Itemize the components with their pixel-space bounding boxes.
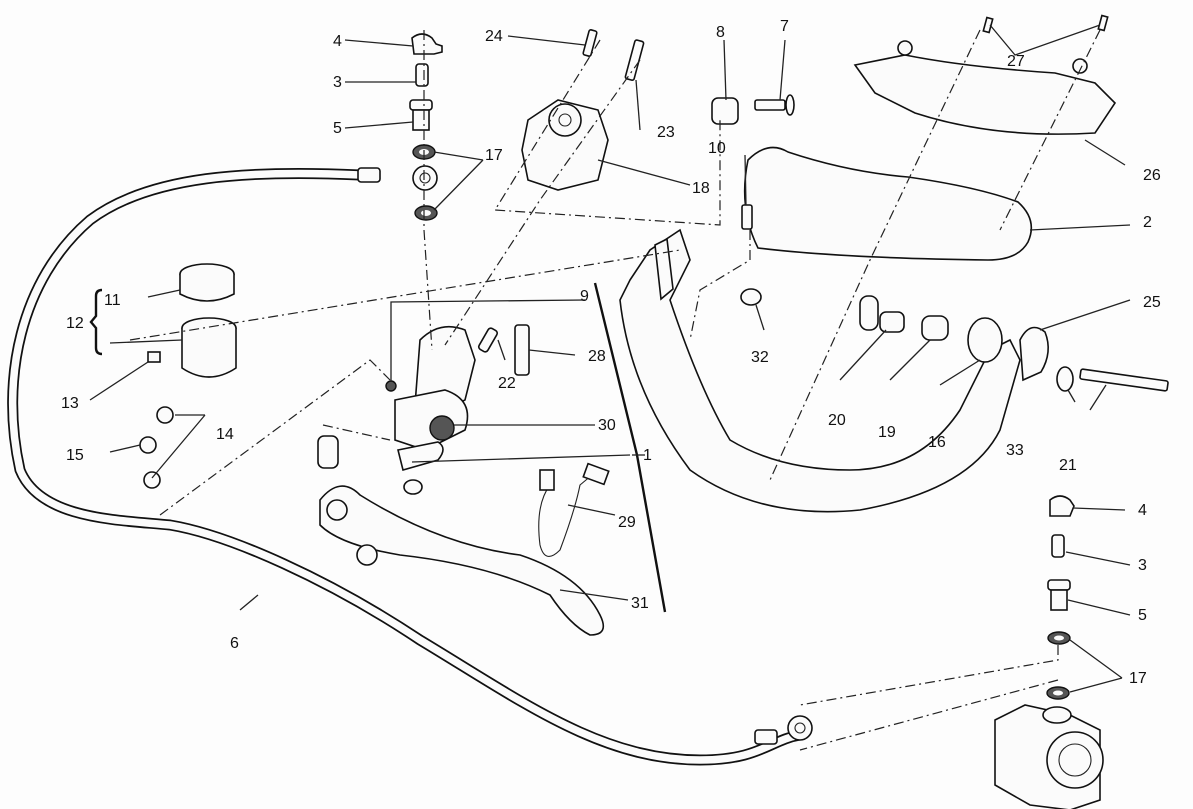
mount-bolt-set: [711, 94, 795, 125]
callout-12: 12: [66, 315, 84, 332]
banjo-stack-bottom: [1046, 495, 1075, 700]
callout-18: 18: [692, 180, 710, 197]
clutch-hose: [7, 165, 813, 766]
clutch-master-cylinder-body: [317, 324, 530, 495]
callout-8: 8: [716, 24, 725, 41]
callout-13: 13: [61, 395, 79, 412]
callout-6: 6: [230, 635, 239, 652]
slave-cylinder: [994, 704, 1104, 809]
fluid-reservoir: [139, 263, 237, 489]
lever-guard-shield: [743, 146, 1033, 261]
callout-4-top: 4: [333, 33, 342, 50]
group-brackets: [89, 282, 667, 613]
callout-17-bottom: 17: [1129, 670, 1147, 687]
banjo-stack-top: [409, 33, 443, 221]
callout-33: 33: [1006, 442, 1024, 459]
handlebar-clamp: [521, 29, 645, 191]
callout-25: 25: [1143, 294, 1161, 311]
callout-14: 14: [216, 426, 234, 443]
callout-3-top: 3: [333, 74, 342, 91]
callout-9: 9: [580, 288, 589, 305]
guard-spacer-set: [740, 204, 1169, 392]
callout-labels: 4 3 5 17 24 23 18 8 7 10 27 26 2 25 11 1…: [61, 18, 1161, 687]
callout-24: 24: [485, 28, 503, 45]
callout-31: 31: [631, 595, 649, 612]
callout-27: 27: [1007, 53, 1025, 70]
callout-3-bottom: 3: [1138, 557, 1147, 574]
callout-4-bottom: 4: [1138, 502, 1147, 519]
leader-lines: [89, 24, 1131, 693]
callout-15: 15: [66, 447, 84, 464]
lever-guard: [619, 228, 1049, 513]
assembly-lines: [129, 29, 1101, 751]
callout-32: 32: [751, 349, 769, 366]
callout-23: 23: [657, 124, 675, 141]
callout-1: 1: [643, 447, 652, 464]
lever-guard-cover: [853, 14, 1117, 135]
callout-7: 7: [780, 18, 789, 35]
callout-17-top: 17: [485, 147, 503, 164]
callout-29: 29: [618, 514, 636, 531]
callout-26: 26: [1143, 167, 1161, 184]
callout-5-bottom: 5: [1138, 607, 1147, 624]
callout-30: 30: [598, 417, 616, 434]
callout-2: 2: [1143, 214, 1152, 231]
callout-11: 11: [104, 292, 121, 309]
clutch-lever: [319, 485, 605, 636]
callout-20: 20: [828, 412, 846, 429]
callout-28: 28: [588, 348, 606, 365]
callout-21: 21: [1059, 457, 1077, 474]
clutch-switch: [538, 462, 610, 557]
callout-10: 10: [708, 140, 726, 157]
callout-16: 16: [928, 434, 946, 451]
callout-5-top: 5: [333, 120, 342, 137]
callout-22: 22: [498, 375, 516, 392]
callout-19: 19: [878, 424, 896, 441]
